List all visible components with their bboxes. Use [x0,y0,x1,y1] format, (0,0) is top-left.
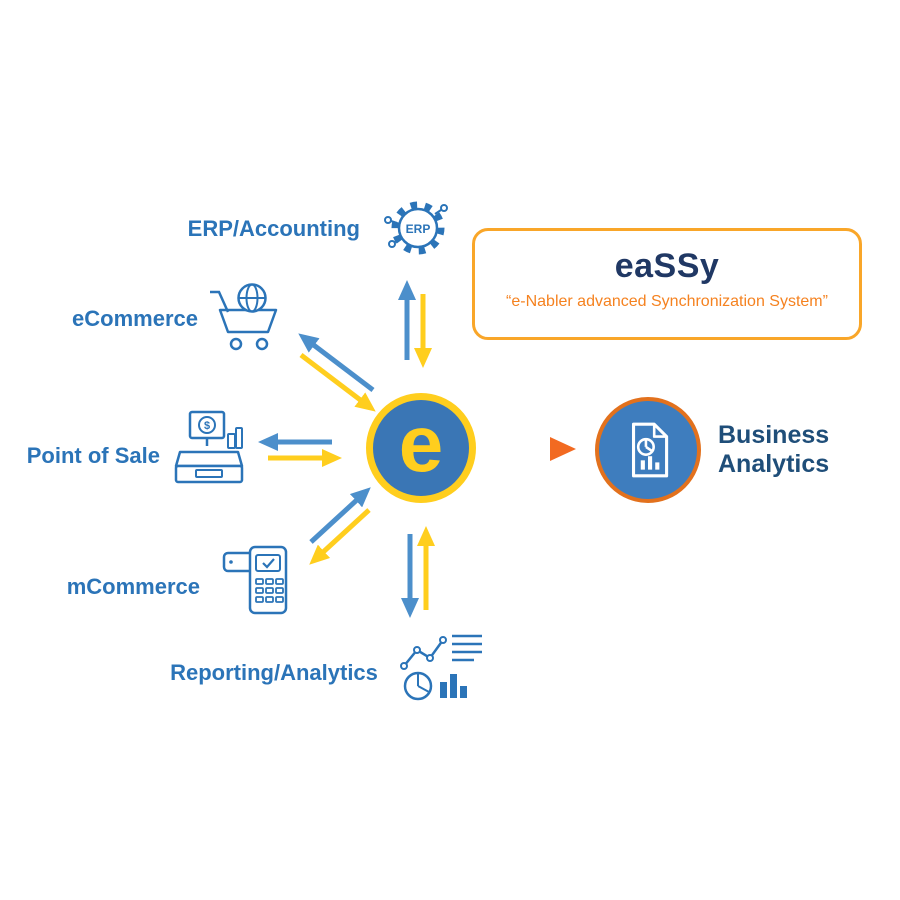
eassy-title: eaSSy [614,247,720,285]
label-erp-accounting: ERP/Accounting [187,216,360,241]
erp-icon-text: ERP [406,222,431,236]
arrow-mcommerce-outbound [309,508,371,565]
reporting-charts-icon [400,634,482,701]
label-business-analytics: Business Analytics [718,421,830,478]
business-analytics-badge [595,397,701,503]
eassy-callout-box: eaSSy “e-Nabler advanced Synchronization… [472,228,862,340]
pos-icon-text: $ [204,420,210,432]
arrow-mcommerce-inbound [309,487,371,544]
document-analytics-icon [631,422,669,478]
enabler-hub-logo: e [366,393,476,503]
eassy-subtitle: “e-Nabler advanced Synchronization Syste… [506,293,828,310]
label-point-of-sale: Point of Sale [26,443,160,468]
label-ecommerce: eCommerce [72,306,198,331]
label-reporting-analytics: Reporting/Analytics [170,660,378,685]
label-mcommerce: mCommerce [66,574,200,599]
ecommerce-cart-globe-icon [210,283,278,351]
pos-register-icon: $ [174,410,244,484]
arrow-ecommerce-inbound [299,353,376,412]
logo-letter: e [398,399,444,488]
erp-gear-icon: ERP [384,201,448,255]
arrow-ecommerce-outbound [298,333,375,392]
mcommerce-terminal-icon [222,545,288,615]
